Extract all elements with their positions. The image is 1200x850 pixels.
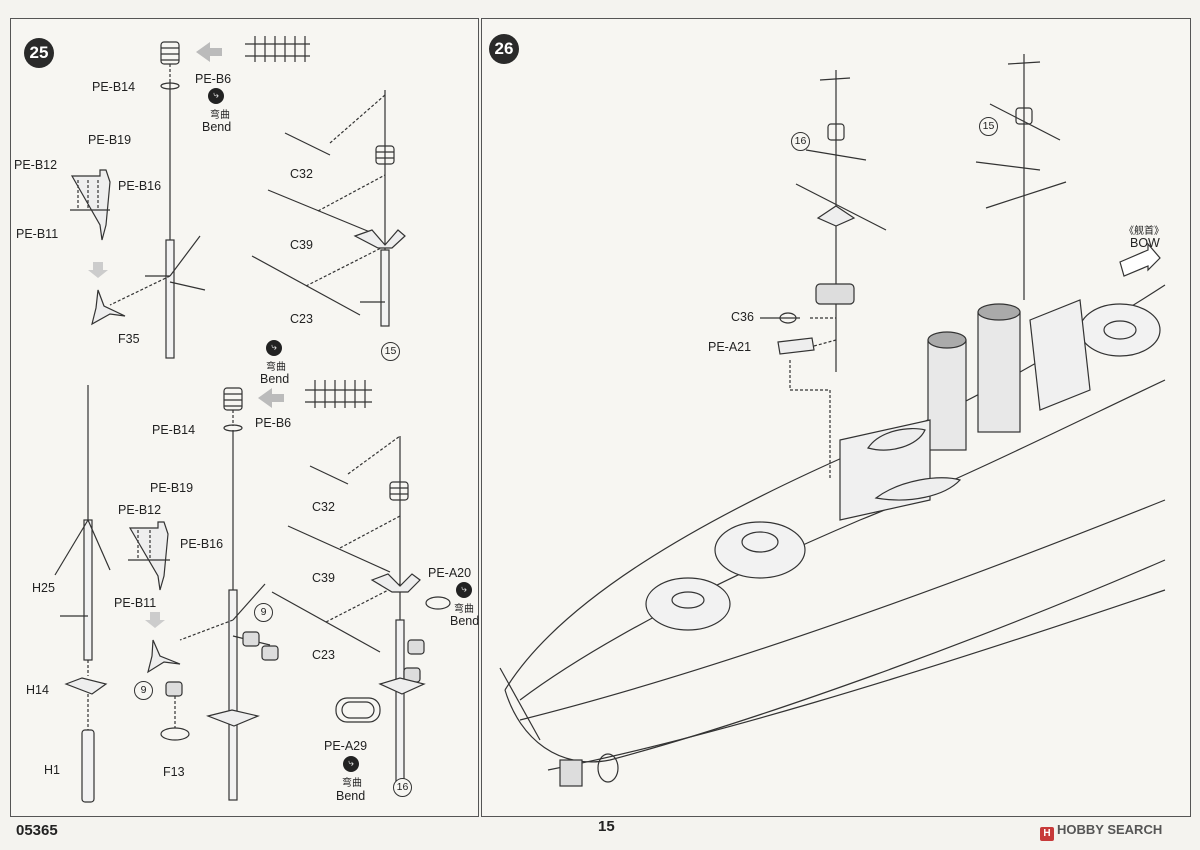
bend-icon: ⤷: [343, 756, 359, 772]
bend-cn: 弯曲: [210, 110, 230, 121]
label-pe-b14: PE-B14: [92, 80, 136, 94]
label-pe-b6: PE-B6: [195, 72, 232, 86]
bend-cn: 弯曲: [342, 778, 362, 789]
label-c32: C32: [312, 500, 335, 514]
label-f35: F35: [118, 332, 140, 346]
label-pe-b6: PE-B6: [255, 416, 292, 430]
label-c36: C36: [731, 310, 754, 324]
step-25-panel: [10, 18, 479, 817]
label-h1: H1: [44, 763, 60, 777]
label-pe-b11: PE-B11: [114, 596, 157, 610]
label-pe-b19: PE-B19: [150, 481, 194, 495]
circled-16: 16: [393, 778, 412, 797]
label-pe-a29: PE-A29: [324, 739, 368, 753]
label-pe-b12: PE-B12: [14, 158, 58, 172]
label-c39: C39: [312, 571, 335, 585]
bend-icon: ⤷: [208, 88, 224, 104]
label-pe-a21: PE-A21: [708, 340, 752, 354]
page-number: 15: [598, 818, 615, 835]
label-f13: F13: [163, 765, 185, 779]
hobby-search-logo-icon: H: [1040, 827, 1054, 841]
bend-en: Bend: [260, 372, 290, 386]
label-c23: C23: [290, 312, 313, 326]
bend-cn: 弯曲: [266, 362, 286, 373]
bow-cn: 《舰首》: [1124, 226, 1164, 237]
label-pe-b19: PE-B19: [88, 133, 132, 147]
label-c39: C39: [290, 238, 313, 252]
circled-9: 9: [134, 681, 153, 700]
step-25-number: 25: [24, 38, 54, 68]
bend-icon: ⤷: [456, 582, 472, 598]
label-pe-b14: PE-B14: [152, 423, 196, 437]
label-pe-b12: PE-B12: [118, 503, 162, 517]
step-26-number: 26: [489, 34, 519, 64]
label-pe-b11: PE-B11: [16, 227, 59, 241]
label-c23: C23: [312, 648, 335, 662]
bend-en: Bend: [336, 789, 366, 803]
bend-en: Bend: [202, 120, 232, 134]
label-c32: C32: [290, 167, 313, 181]
bend-cn: 弯曲: [454, 604, 474, 615]
hobby-search-text: HOBBY SEARCH: [1057, 822, 1163, 837]
circled-15: 15: [979, 117, 998, 136]
bow-en: BOW: [1130, 236, 1160, 250]
label-h25: H25: [32, 581, 55, 595]
label-pe-b16: PE-B16: [118, 179, 162, 193]
bend-icon: ⤷: [266, 340, 282, 356]
circled-16: 16: [791, 132, 810, 151]
circled-9: 9: [254, 603, 273, 622]
step-26-panel: [481, 18, 1191, 817]
label-pe-a20: PE-A20: [428, 566, 472, 580]
label-h14: H14: [26, 683, 49, 697]
product-code: 05365: [16, 822, 58, 839]
label-pe-b16: PE-B16: [180, 537, 224, 551]
bend-en: Bend: [450, 614, 480, 628]
circled-15: 15: [381, 342, 400, 361]
